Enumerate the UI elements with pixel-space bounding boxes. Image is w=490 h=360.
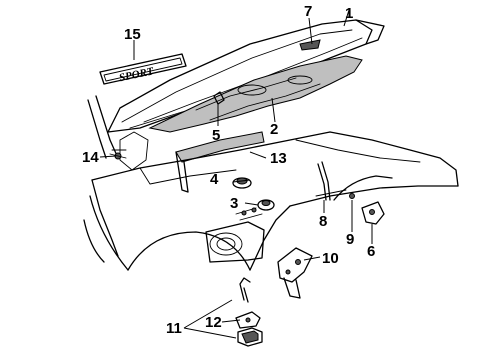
release-handle — [237, 277, 263, 347]
hood-insulator — [148, 55, 363, 133]
hood-clip — [213, 91, 225, 105]
callout-2: 2 — [270, 121, 278, 138]
callout-13: 13 — [270, 150, 287, 167]
callout-4: 4 — [210, 171, 219, 188]
hood-bumper — [235, 199, 275, 221]
release-cable — [333, 175, 393, 201]
release-bracket — [235, 311, 261, 329]
callout-numbers: 1 2 3 4 5 6 7 8 9 10 11 12 13 14 15 — [82, 3, 375, 337]
leader-lines — [99, 9, 373, 339]
vehicle-body — [83, 131, 459, 271]
callout-1: 1 — [345, 5, 353, 22]
callout-8: 8 — [319, 213, 327, 230]
callout-7: 7 — [304, 3, 312, 20]
prop-rod — [315, 161, 347, 201]
callout-14: 14 — [82, 149, 99, 166]
callout-5: 5 — [212, 127, 220, 144]
sport-emblem: SPORT — [99, 53, 187, 85]
callout-6: 6 — [367, 243, 375, 260]
callout-15: 15 — [124, 26, 141, 43]
callout-9: 9 — [346, 231, 354, 248]
emblem-lettering: SPORT — [118, 65, 156, 84]
hood-hinge-area — [87, 95, 149, 171]
grommet — [232, 177, 252, 189]
callout-11: 11 — [166, 320, 182, 337]
callout-12: 12 — [205, 314, 222, 331]
callout-3: 3 — [230, 195, 238, 212]
callout-10: 10 — [322, 250, 339, 267]
hood-latch — [361, 201, 385, 225]
hood-hinge — [277, 247, 313, 299]
